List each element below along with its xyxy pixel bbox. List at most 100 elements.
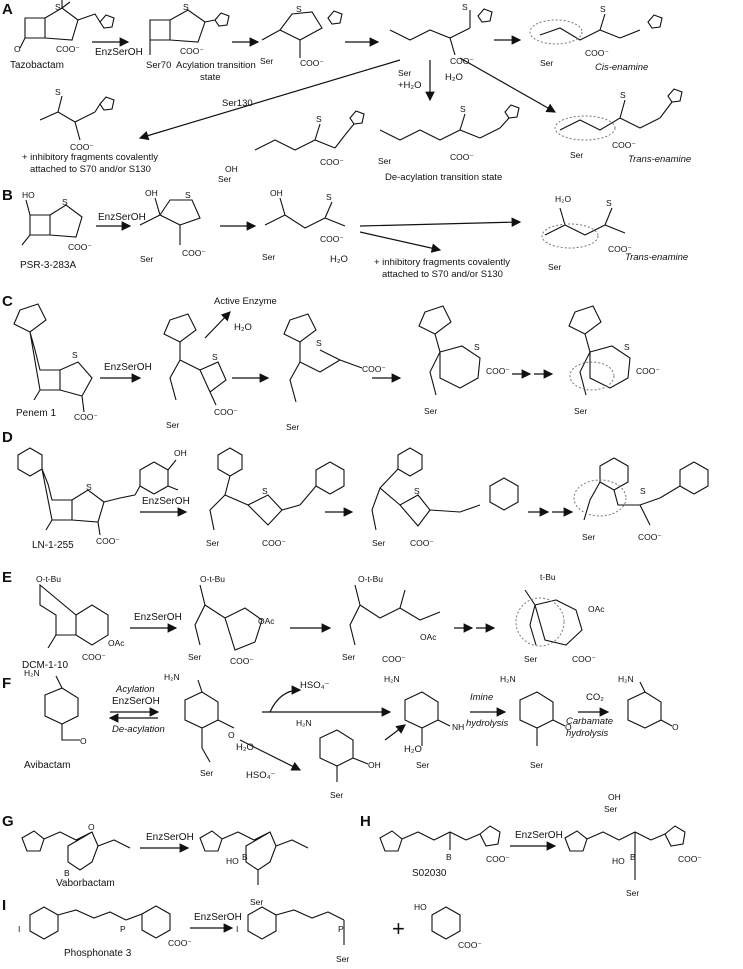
sulfur-atom: S bbox=[183, 2, 189, 12]
coo-group: COO⁻ bbox=[458, 940, 482, 950]
active-enzyme-label: Active Enzyme bbox=[214, 296, 277, 307]
trans-enamine-structure: S COO⁻ Ser bbox=[554, 88, 683, 160]
ser-label: Ser bbox=[336, 954, 349, 964]
ser-label: Ser bbox=[570, 150, 583, 160]
ser-label: Ser bbox=[166, 420, 179, 430]
sulfur-atom: S bbox=[326, 192, 332, 202]
thiazepine-structure: S COO⁻ Ser bbox=[418, 305, 510, 416]
panel-i: I I P COO⁻ Phosphonate 3 EnzSerOH I P Se… bbox=[2, 897, 482, 964]
ho-label: HO bbox=[414, 902, 427, 912]
compound-name-tazobactam: Tazobactam bbox=[10, 60, 64, 71]
hso4-release-arrow bbox=[269, 685, 302, 713]
ser-label: Ser bbox=[188, 652, 201, 662]
dcm-structure: O-t-Bu OAc COO⁻ bbox=[36, 574, 125, 662]
panel-d: D S OH COO⁻ LN-1-255 EnzSerOH S COO⁻ Ser bbox=[2, 429, 709, 551]
coo-group: COO⁻ bbox=[96, 536, 120, 546]
reagent-label: EnzSerOH bbox=[104, 362, 152, 373]
imine-product-structure: H₂N NH Ser bbox=[384, 674, 464, 770]
acylation-ts-label: Acylation transition bbox=[176, 60, 256, 71]
oh-label: OH bbox=[608, 792, 621, 802]
coo-group: COO⁻ bbox=[636, 366, 660, 376]
ser-label: Ser bbox=[200, 768, 213, 778]
psr-structure: HO S COO⁻ bbox=[21, 190, 92, 252]
dcm-cyclized-structure: t-Bu OAc COO⁻ Ser bbox=[515, 572, 605, 664]
boron-atom: B bbox=[64, 868, 70, 878]
hso4-label: HSO₄⁻ bbox=[300, 680, 329, 691]
panel-letter-e: E bbox=[2, 569, 12, 586]
reaction-arrow bbox=[359, 217, 522, 228]
piperidinone-structure: H₂N O bbox=[618, 674, 679, 732]
oxygen-atom: O bbox=[228, 730, 235, 740]
ser-label: Ser bbox=[378, 156, 391, 166]
oxygen-atom: O bbox=[88, 822, 95, 832]
fragmentation-arrow bbox=[359, 231, 442, 253]
ser-label: Ser bbox=[342, 652, 355, 662]
ser-label: Ser bbox=[330, 790, 343, 800]
ser-label: Ser bbox=[262, 252, 275, 262]
sulfur-atom: S bbox=[296, 4, 302, 14]
ser-label: Ser bbox=[582, 532, 595, 542]
sulfur-atom: S bbox=[62, 197, 68, 207]
fragments-note-2: attached to S70 and/or S130 bbox=[30, 164, 151, 175]
amine-label: H₂N bbox=[618, 674, 634, 684]
coo-group: COO⁻ bbox=[585, 48, 609, 58]
sulfur-atom: S bbox=[620, 90, 626, 100]
imine-hydrolysis-label: hydrolysis bbox=[466, 718, 508, 729]
ser-label: Ser bbox=[604, 804, 617, 814]
acylation-ts-structure: S COO⁻ bbox=[149, 2, 230, 56]
fragment-structure: S COO⁻ bbox=[39, 87, 115, 152]
fragments-note-2: attached to S70 and/or S130 bbox=[382, 269, 503, 280]
ser-label: Ser bbox=[524, 654, 537, 664]
water-add-label: +H₂O bbox=[398, 80, 422, 91]
panel-letter-b: B bbox=[2, 187, 13, 204]
amine-label: H₂N bbox=[384, 674, 400, 684]
oh-label: OH bbox=[225, 164, 238, 174]
ln-pyridine-attack-structure: S Ser COO⁻ bbox=[371, 447, 519, 548]
coo-group: COO⁻ bbox=[678, 854, 702, 864]
compound-name-psr: PSR-3-283A bbox=[20, 260, 76, 271]
water-label: H₂O bbox=[234, 322, 252, 333]
coo-group: COO⁻ bbox=[70, 142, 94, 152]
tbu-ester-label: O-t-Bu bbox=[200, 574, 225, 584]
water-label: H₂O bbox=[404, 744, 422, 755]
ser-label: Ser bbox=[250, 897, 263, 907]
acylation-ts-label-2: state bbox=[200, 72, 221, 83]
penem-open-structure: S COO⁻ Ser bbox=[283, 313, 386, 432]
psr-imine-structure: OH S COO⁻ Ser bbox=[262, 188, 346, 262]
water-label: H₂O bbox=[236, 742, 254, 753]
coo-group: COO⁻ bbox=[486, 854, 510, 864]
sulfur-atom: S bbox=[316, 114, 322, 124]
coo-group: COO⁻ bbox=[450, 152, 474, 162]
ser-label: Ser bbox=[548, 262, 561, 272]
oh-label: OH bbox=[368, 760, 381, 770]
coo-group: COO⁻ bbox=[410, 538, 434, 548]
panel-letter-c: C bbox=[2, 293, 13, 310]
fragments-note: + inhibitory fragments covalently bbox=[22, 152, 158, 163]
sulfur-atom: S bbox=[72, 350, 78, 360]
oxygen-atom: O bbox=[80, 736, 87, 746]
panel-c: C S COO⁻ Penem 1 EnzSerOH S COO⁻ Ser Act… bbox=[2, 293, 660, 432]
reagent-label: EnzSerOH bbox=[146, 832, 194, 843]
sulfur-atom: S bbox=[55, 2, 61, 12]
amine-label: H₂N bbox=[500, 674, 516, 684]
vaborbactam-structure: B O bbox=[21, 822, 131, 878]
plus-sign: + bbox=[392, 916, 405, 941]
oxygen-atom: O bbox=[14, 44, 21, 54]
sulfur-atom: S bbox=[624, 342, 630, 352]
ho-label: HO bbox=[22, 190, 35, 200]
oh-label: OH bbox=[270, 188, 283, 198]
panel-letter-d: D bbox=[2, 429, 13, 446]
imine-intermediate-structure: S COO⁻ Ser bbox=[389, 2, 493, 78]
deacylation-ts-structure: S COO⁻ Ser bbox=[378, 104, 520, 166]
panel-b: B HO S COO⁻ PSR-3-283A EnzSerOH OH S COO… bbox=[2, 187, 688, 280]
reagent-label: EnzSerOH bbox=[112, 696, 160, 707]
ser-label: Ser bbox=[424, 406, 437, 416]
panel-a: A S O COO⁻ Tazobactam EnzSerOH S COO⁻ Se… bbox=[2, 0, 691, 184]
compound-name-phosphonate: Phosphonate 3 bbox=[64, 948, 132, 959]
oac-label: OAc bbox=[258, 616, 275, 626]
water-label: H₂O bbox=[445, 72, 463, 83]
oh-label: OH bbox=[145, 188, 158, 198]
coo-group: COO⁻ bbox=[362, 364, 386, 374]
amine-label: H₂N bbox=[296, 718, 312, 728]
reagent-label: EnzSerOH bbox=[134, 612, 182, 623]
